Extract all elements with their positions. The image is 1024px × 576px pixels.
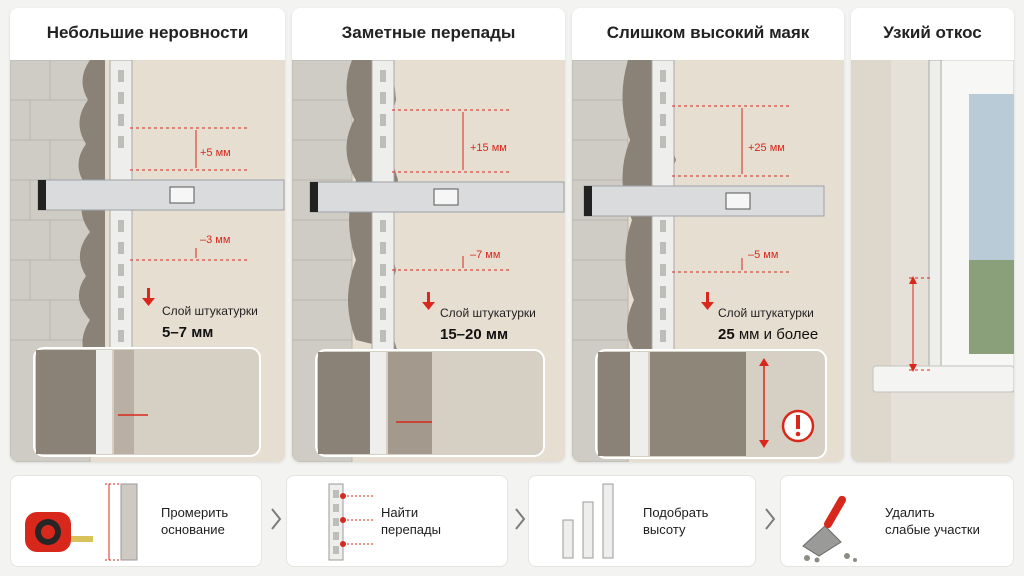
panel-small-unevenness: Небольшие неровности [10, 8, 285, 462]
layer-value: 25 мм и более [718, 326, 819, 343]
panel-noticeable-differences: Заметные перепады [292, 8, 565, 462]
chevron-right-icon [765, 508, 776, 530]
layer-label: Слой штукатурки [718, 306, 814, 320]
panel-title: Заметные перепады [341, 23, 516, 42]
deviation-plus: +15 мм [470, 142, 507, 154]
window-sill [872, 365, 1014, 393]
spirit-level [583, 185, 825, 217]
deviation-plus: +25 мм [748, 142, 785, 154]
layer-label: Слой штукатурки [162, 304, 258, 318]
panel-narrow-reveal: Узкий откос [851, 8, 1014, 462]
down-arrow-icon [701, 292, 714, 310]
deviation-minus: –5 мм [748, 249, 779, 261]
wall-section-icon [105, 483, 138, 561]
tape-measure-icon [25, 512, 93, 552]
chevron-right-icon [515, 508, 526, 530]
wall-illustration [10, 60, 285, 462]
deviation-plus: +5 мм [200, 147, 231, 159]
layer-value: 5–7 мм [162, 324, 214, 341]
rail-with-points-icon [328, 483, 373, 561]
plaster-rail [928, 60, 942, 381]
exclamation-icon [781, 409, 815, 443]
wall-illustration [292, 60, 565, 462]
panel-title: Небольшие неровности [46, 23, 249, 42]
down-arrow-icon [142, 288, 155, 306]
panel-too-high-rail: Слишком высокий маяк [572, 8, 844, 462]
rails-height-icon [562, 483, 614, 559]
panel-title: Узкий откос [883, 23, 982, 42]
spirit-level [37, 179, 285, 211]
deviation-minus: –7 мм [470, 249, 501, 261]
layer-value: 15–20 мм [440, 326, 509, 343]
deviation-minus: –3 мм [200, 234, 231, 246]
window-illustration [851, 60, 1014, 462]
wall-illustration [572, 60, 844, 462]
layer-label: Слой штукатурки [440, 306, 536, 320]
down-arrow-icon [422, 292, 435, 310]
panel-title: Слишком высокий маяк [606, 23, 810, 42]
trowel-icon [802, 495, 857, 563]
chevron-right-icon [271, 508, 282, 530]
